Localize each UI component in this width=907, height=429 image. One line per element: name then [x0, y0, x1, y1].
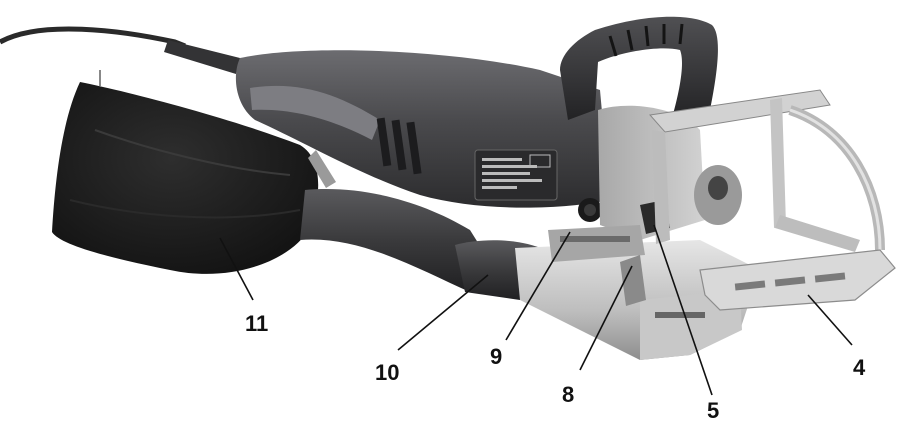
gearbox-cap-hole: [708, 176, 728, 200]
dust-bag-fold: [94, 129, 291, 176]
rear-grip-accent: [250, 85, 380, 140]
gearbox-head: [598, 105, 705, 240]
angle-fence-slots: [734, 272, 846, 291]
callout-8: 8: [562, 382, 575, 407]
callout-4: 4: [853, 355, 866, 380]
dust-bag: [52, 82, 319, 274]
guide-rail: [560, 236, 630, 242]
locking-lever: [620, 255, 646, 306]
callout-9: 9: [490, 344, 503, 369]
leader-lines: [219, 224, 853, 396]
carriage-front: [548, 225, 645, 262]
cord-strain-relief: [164, 40, 240, 74]
handle-grip-ribs: [608, 23, 684, 57]
dust-bag-fold: [69, 199, 301, 219]
power-cord: [0, 26, 186, 49]
base-plate-front: [640, 290, 742, 360]
bag-clip: [308, 150, 336, 188]
angle-fence-strut: [775, 215, 860, 252]
fence-frame: [649, 89, 831, 133]
housing-knob: [584, 204, 596, 216]
callout-10: 10: [375, 360, 400, 385]
callout-5: 5: [707, 398, 720, 423]
fence-frame-rail: [652, 130, 670, 244]
dust-extraction-tube: [300, 189, 490, 292]
top-handle: [560, 16, 718, 128]
fence-angle-arc-inner: [789, 108, 882, 251]
rating-plate-markings: [482, 154, 551, 189]
callout-11: 11: [245, 311, 269, 336]
base-plate-slot: [655, 312, 705, 318]
fence-frame-rail: [770, 98, 786, 228]
vent-slots: [376, 117, 422, 175]
